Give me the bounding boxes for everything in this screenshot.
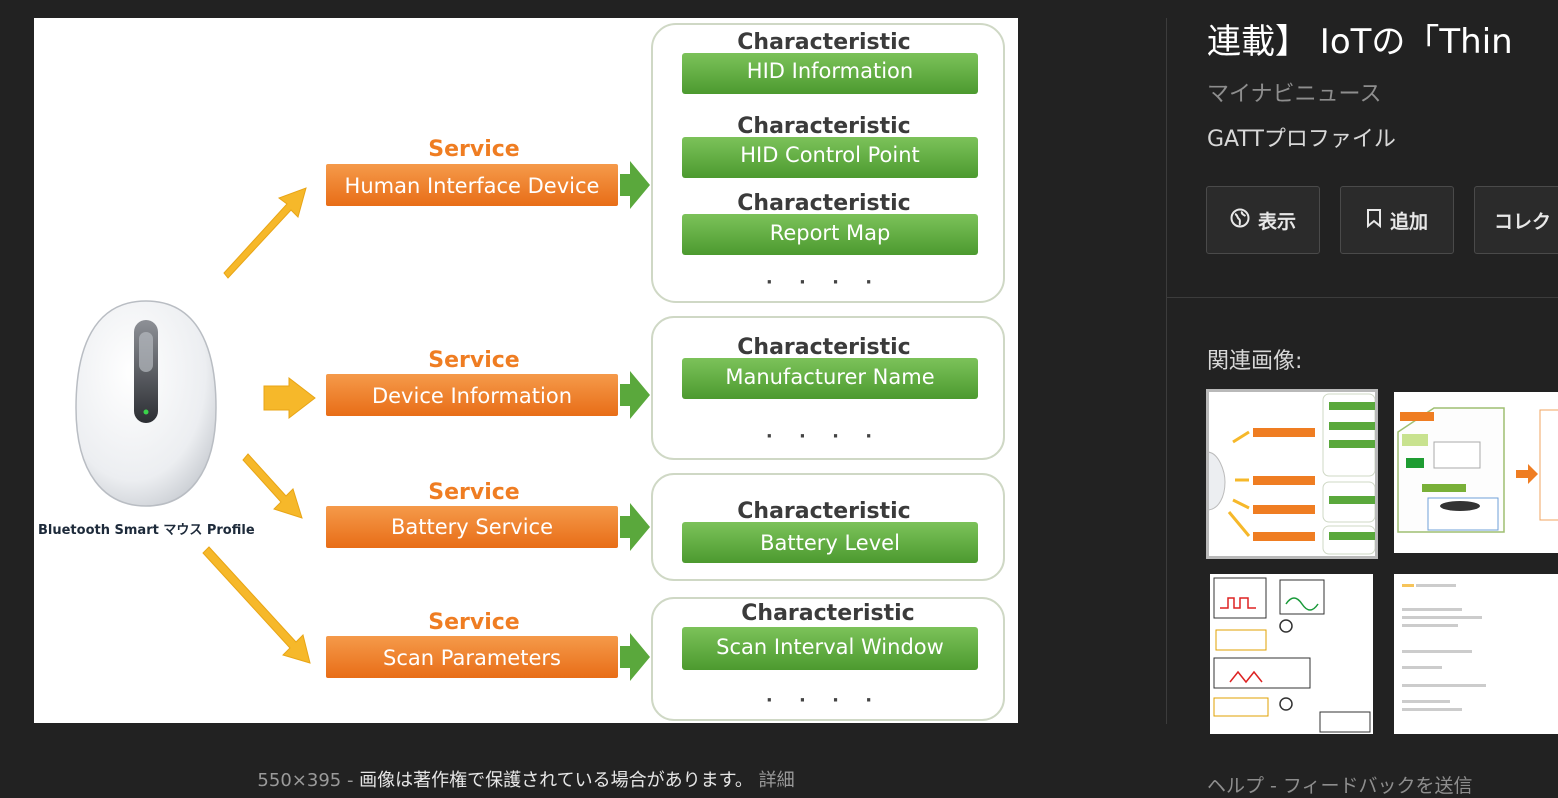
characteristic-name: HID Information <box>747 59 913 83</box>
characteristic-label: Characteristic <box>741 601 914 626</box>
yellow-arrows <box>202 187 316 664</box>
service-battery-service: Service Battery Service <box>326 480 618 548</box>
caption-separator: - <box>341 770 360 791</box>
characteristic-manufacturer-name: Characteristic Manufacturer Name <box>682 335 978 399</box>
globe-icon <box>1230 208 1250 233</box>
page-title[interactable]: 連載】 IoTの「Thin <box>1207 22 1513 62</box>
characteristic-name: Report Map <box>770 221 891 245</box>
characteristic-label: Characteristic <box>737 335 910 360</box>
related-image-thumbnail[interactable] <box>1206 389 1378 559</box>
characteristic-label: Characteristic <box>737 499 910 524</box>
view-button[interactable]: 表示 <box>1206 186 1320 254</box>
characteristic-label: Characteristic <box>737 30 910 55</box>
image-caption: 550×395 - 画像は著作権で保護されている場合があります。 詳細 <box>0 766 1052 792</box>
service-name: Device Information <box>372 384 572 408</box>
characteristic-report-map: Characteristic Report Map <box>682 191 978 255</box>
source-name[interactable]: マイナビニュース <box>1207 82 1382 107</box>
characteristic-hid-information: Characteristic HID Information <box>682 30 978 94</box>
characteristic-name: Scan Interval Window <box>716 635 944 659</box>
ellipsis: · · · · <box>766 690 882 711</box>
service-label: Service <box>428 610 519 635</box>
add-button[interactable]: 追加 <box>1340 186 1454 254</box>
characteristic-name: HID Control Point <box>740 143 920 167</box>
ellipsis: · · · · <box>766 272 882 293</box>
service-label: Service <box>428 137 519 162</box>
help-feedback-link[interactable]: ヘルプ - フィードバックを送信 <box>1207 775 1473 797</box>
characteristic-battery-level: Characteristic Battery Level <box>682 499 978 563</box>
service-device-information: Service Device Information <box>326 348 618 416</box>
characteristic-label: Characteristic <box>737 114 910 139</box>
collection-button-label: コレク <box>1494 210 1552 233</box>
characteristic-hid-control-point: Characteristic HID Control Point <box>682 114 978 178</box>
image-subtitle: GATTプロファイル <box>1207 127 1396 152</box>
copyright-notice: 画像は著作権で保護されている場合があります。 <box>359 770 753 791</box>
image-dimensions: 550×395 <box>257 770 342 791</box>
bookmark-icon <box>1366 208 1382 233</box>
add-button-label: 追加 <box>1389 210 1428 233</box>
related-image-thumbnail[interactable] <box>1394 392 1558 553</box>
device-label: Bluetooth Smart マウス Profile <box>38 523 255 538</box>
related-image-thumbnail[interactable] <box>1394 574 1558 734</box>
characteristic-scan-interval-window: Characteristic Scan Interval Window <box>682 601 978 670</box>
service-name: Battery Service <box>391 515 553 539</box>
green-arrows <box>620 161 650 681</box>
collection-button[interactable]: コレク <box>1474 186 1558 254</box>
panel-divider <box>1166 18 1167 724</box>
view-button-label: 表示 <box>1257 210 1296 233</box>
main-image[interactable]: Bluetooth Smart マウス Profile Service Huma… <box>34 18 1018 723</box>
characteristic-label: Characteristic <box>737 191 910 216</box>
characteristic-name: Manufacturer Name <box>725 365 934 389</box>
service-name: Scan Parameters <box>383 646 561 670</box>
service-name: Human Interface Device <box>345 174 600 198</box>
related-image-thumbnail[interactable] <box>1210 574 1373 734</box>
details-link[interactable]: 詳細 <box>758 770 795 791</box>
related-images-label: 関連画像: <box>1207 349 1303 374</box>
service-human-interface-device: Service Human Interface Device <box>326 137 618 206</box>
service-label: Service <box>428 480 519 505</box>
ellipsis: · · · · <box>766 426 882 447</box>
service-label: Service <box>428 348 519 373</box>
service-scan-parameters: Service Scan Parameters <box>326 610 618 678</box>
mouse-icon <box>75 300 217 507</box>
characteristic-name: Battery Level <box>760 531 900 555</box>
panel-separator <box>1166 297 1558 298</box>
